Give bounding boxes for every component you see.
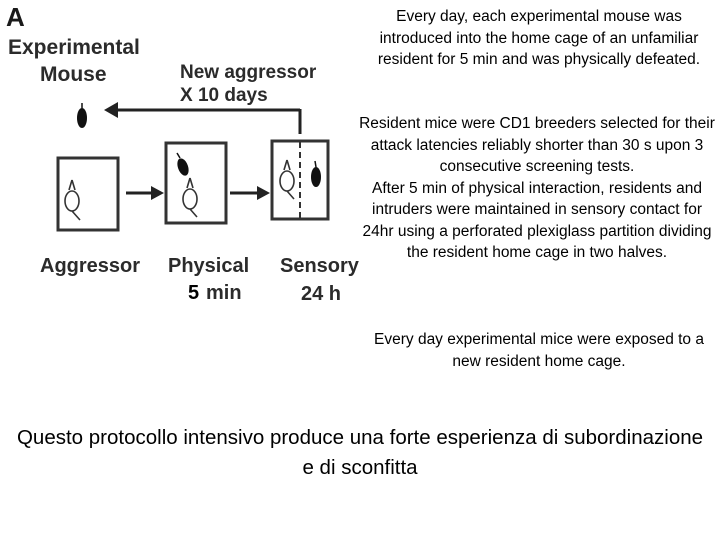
- experimental-mouse-label-line2: Mouse: [40, 63, 107, 86]
- resident-mouse-icon: [182, 177, 198, 218]
- intruder-mouse-icon: [311, 160, 321, 187]
- stage-label-sensory: Sensory: [280, 255, 359, 277]
- description-paragraph-2a: Resident mice were CD1 breeders selected…: [359, 115, 715, 175]
- sensory-cage: [270, 139, 330, 221]
- repeat-arrow: [104, 102, 302, 134]
- resident-mouse-icon: [279, 159, 295, 200]
- description-paragraph-3: Every day experimental mice were exposed…: [374, 331, 704, 370]
- experimental-mouse-icon: [77, 103, 87, 128]
- physical-duration-number: 5: [188, 282, 200, 304]
- description-paragraph-2b: After 5 min of physical interaction, res…: [362, 179, 712, 262]
- physical-cage: [164, 141, 228, 225]
- intruder-mouse-icon: [176, 152, 189, 176]
- resident-mouse-icon: [64, 179, 81, 221]
- experimental-mouse-label-line1: Experimental: [8, 36, 140, 59]
- panel-letter: A: [6, 2, 25, 32]
- stage-label-aggressor: Aggressor: [40, 255, 141, 277]
- protocol-diagram: [56, 102, 330, 232]
- physical-duration-unit: min: [206, 282, 242, 304]
- stage-label-physical: Physical: [168, 255, 250, 277]
- arrow-aggressor-to-physical: [126, 186, 164, 200]
- bottom-caption: Questo protocollo intensivo produce una …: [16, 426, 704, 479]
- sensory-duration: 24 h: [301, 283, 342, 305]
- description-paragraph-1: Every day, each experimental mouse was i…: [377, 8, 701, 68]
- arrow-physical-to-sensory: [230, 186, 270, 200]
- description-paragraph-2: Resident mice were CD1 breeders selected…: [358, 113, 716, 264]
- repeat-days-label: X 10 days: [180, 85, 268, 106]
- new-aggressor-label: New aggressor: [180, 62, 317, 83]
- aggressor-cage: [56, 156, 120, 232]
